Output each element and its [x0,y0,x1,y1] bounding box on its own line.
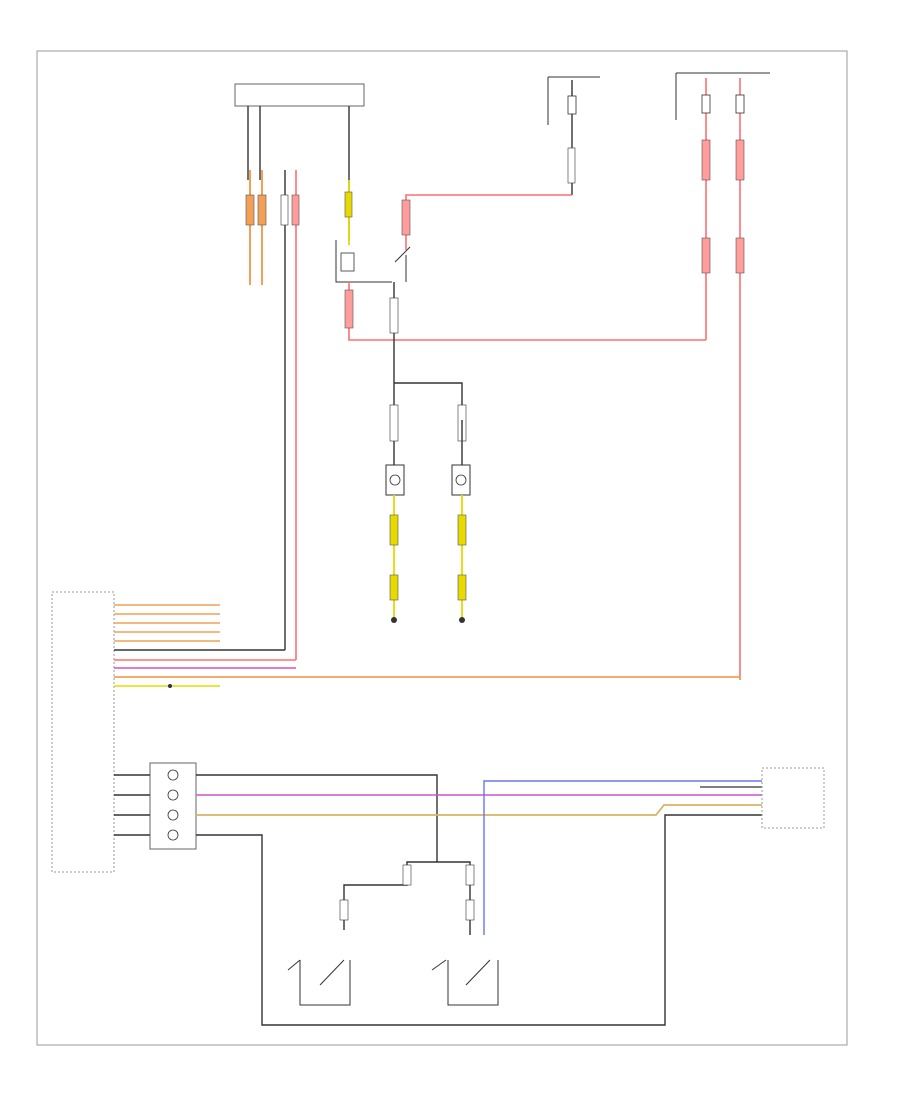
connector-pin-icon [465,899,475,921]
bulb-icon [389,474,401,486]
connector-pin-icon [339,899,349,921]
switch-right-frame [447,960,499,1006]
ground-icon [391,617,397,623]
switch-branch-right [437,861,471,935]
connector-pin-icon [735,139,745,181]
top-module-box [234,83,365,107]
connector-pin-icon [167,809,179,821]
connector-pin-icon [280,194,289,226]
relay-coil [340,252,355,272]
connector-pin-icon [344,289,354,329]
connector-pin-icon [389,404,399,442]
bulb-icon [455,474,467,486]
connector-pin-icon [735,237,745,274]
switch-contact-icon [319,959,345,986]
wire-black-right-1 [196,774,438,862]
diagram-frame [36,50,848,1046]
connector-pin-icon [168,684,172,688]
switch-contact-icon [287,959,301,971]
connector-pin-icon [245,194,255,226]
wire-blue [483,780,762,935]
connector-pin-icon [167,789,179,801]
switch-contact-icon [465,959,491,986]
connector-pin-icon [344,191,353,218]
connector-pin-icon [457,574,467,601]
fuse-icon [567,95,577,115]
wire-red-fuse-a [405,194,572,250]
connector-pin-icon [701,237,711,274]
ground-icon [459,617,465,623]
wire-tan-right [196,804,762,816]
fuse-icon [701,94,711,114]
wire-orange-to-fuse-c [114,676,741,680]
connector-pin-icon [291,194,300,226]
connector-pin-icon [389,514,399,546]
switch-contact-icon [394,246,411,263]
switch-branch [343,861,437,930]
relay-frame [335,240,392,283]
connector-pin-icon [465,864,475,886]
fuse-icon [735,94,745,114]
left-module-box [51,591,115,873]
connector-pin-icon [457,514,467,546]
connector-pin-icon [389,574,399,601]
connector-pin-icon [167,829,179,841]
connector-pin-icon [257,194,267,226]
connector-pin-icon [389,297,399,334]
right-module-box [761,767,825,829]
wire-red-relay-out [348,282,706,341]
connector-pin-icon [402,864,412,886]
connector-pin-icon [567,147,576,184]
switch-contact-icon [431,959,447,971]
connector-pin-icon [701,139,711,181]
wire-black-right-4 [196,814,762,1026]
wire-black-split [394,382,463,420]
connector-pin-icon [167,769,179,781]
connector-pin-icon [401,199,411,236]
switch-left-frame [299,960,351,1006]
